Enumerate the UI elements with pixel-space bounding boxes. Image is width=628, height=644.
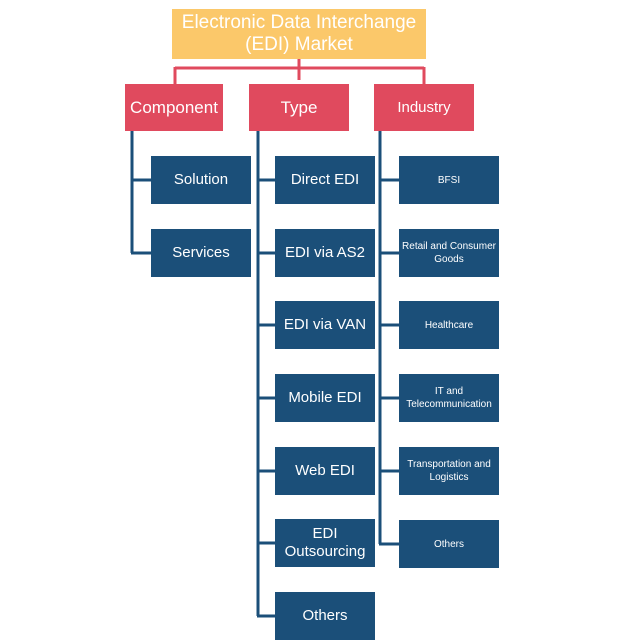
leaf-label: Healthcare [424, 319, 474, 331]
category-component: Component [125, 84, 223, 131]
leaf-bfsi: BFSI [399, 156, 499, 204]
category-industry: Industry [374, 84, 474, 131]
root-connectors [173, 58, 426, 84]
leaf-transportation-logistics: Transportation and Logistics [399, 447, 499, 495]
industry-connectors [378, 131, 399, 546]
leaf-edi-outsourcing: EDI Outsourcing [275, 519, 375, 567]
root-node: Electronic Data Interchange (EDI) Market [172, 9, 426, 59]
category-label: Type [280, 97, 318, 117]
leaf-label: EDI via AS2 [284, 244, 366, 261]
leaf-label: Others [302, 607, 348, 624]
leaf-it-telecommunication: IT and Telecommunication [399, 374, 499, 422]
leaf-services: Services [151, 229, 251, 277]
leaf-solution: Solution [151, 156, 251, 204]
leaf-label: EDI Outsourcing [284, 525, 366, 560]
leaf-label: Retail and Consumer Goods [402, 241, 496, 265]
category-label: Component [130, 97, 218, 117]
leaf-label: Direct EDI [290, 171, 360, 188]
leaf-label: Solution [173, 171, 229, 188]
leaf-edi-via-as2: EDI via AS2 [275, 229, 375, 277]
category-type: Type [249, 84, 349, 131]
leaf-label: EDI via VAN [283, 316, 367, 333]
leaf-label: Web EDI [295, 462, 355, 479]
leaf-label: IT and Telecommunication [406, 386, 492, 410]
leaf-type-others: Others [275, 592, 375, 640]
leaf-mobile-edi: Mobile EDI [275, 374, 375, 422]
category-label: Industry [397, 99, 451, 116]
component-connectors [130, 131, 151, 255]
leaf-label: Mobile EDI [288, 389, 362, 406]
leaf-edi-via-van: EDI via VAN [275, 301, 375, 349]
leaf-industry-others: Others [399, 520, 499, 568]
leaf-label: BFSI [437, 174, 461, 186]
leaf-retail-consumer-goods: Retail and Consumer Goods [399, 229, 499, 277]
leaf-healthcare: Healthcare [399, 301, 499, 349]
leaf-direct-edi: Direct EDI [275, 156, 375, 204]
leaf-label: Transportation and Logistics [407, 459, 491, 483]
leaf-web-edi: Web EDI [275, 447, 375, 495]
leaf-label: Services [172, 244, 230, 261]
leaf-label: Others [433, 538, 464, 550]
root-label: Electronic Data Interchange (EDI) Market [181, 12, 417, 55]
type-connectors [256, 131, 275, 618]
